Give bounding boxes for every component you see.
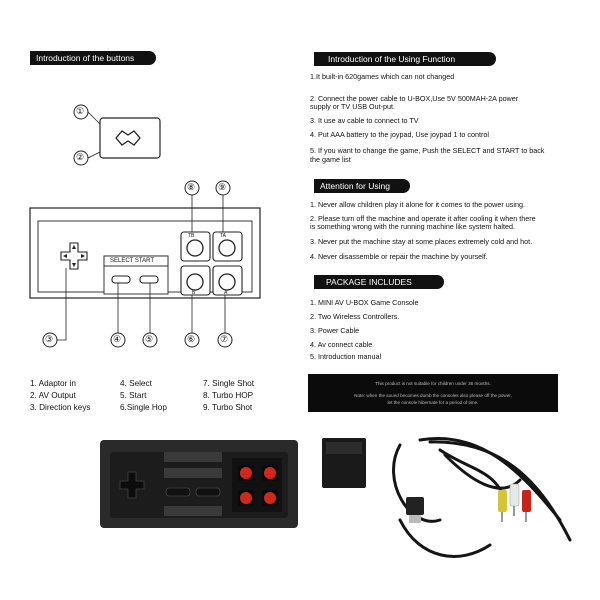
buttons-section-header: Introduction of the buttons — [30, 51, 156, 65]
usage-line: 2. Connect the power cable to U-BOX,Use … — [310, 94, 519, 103]
package-item: 4. Av connect cable — [310, 340, 373, 349]
legend-item: 4. Select — [120, 379, 152, 388]
turbo-a-label: TA — [220, 233, 227, 239]
callout-number: ② — [76, 152, 85, 162]
attention-line: is something wrong with the running mach… — [310, 222, 515, 231]
red-button-icon — [240, 492, 252, 504]
single-shot-button-outline — [218, 273, 236, 291]
legend-item: 9. Turbo Shot — [203, 403, 253, 412]
notice-line: This product is not suitable for childre… — [375, 381, 491, 386]
attention-line: 3. Never put the machine stay at some pl… — [310, 237, 533, 246]
red-button-icon — [264, 492, 276, 504]
callout-number: ⑧ — [187, 182, 196, 192]
photo-start-button — [195, 487, 221, 497]
callout-number: ③ — [45, 334, 54, 344]
package-item: 5. Introduction manual — [310, 352, 382, 361]
callout-number: ④ — [113, 334, 122, 344]
package-item: 1. MINI AV U-BOX Game Console — [310, 298, 419, 307]
turbo-b-label: TB — [188, 233, 195, 239]
adaptor-logo-icon — [115, 130, 141, 146]
callout-number: ⑤ — [145, 334, 154, 344]
red-button-icon — [240, 467, 252, 479]
safety-notice-box: This product is not suitable for childre… — [308, 374, 558, 412]
legend-item: 2. AV Output — [30, 391, 76, 400]
turbo-hop-button-outline — [186, 239, 204, 257]
legend-item: 7. Single Shot — [203, 379, 254, 388]
legend-item: 3. Direction keys — [30, 403, 91, 412]
usage-line: the game list — [310, 155, 351, 164]
red-button-icon — [264, 467, 276, 479]
legend-item: 8. Turbo HOP — [203, 391, 254, 400]
usage-line: 4. Put AAA battery to the joypad, Use jo… — [310, 130, 489, 139]
av-plug-yellow — [498, 490, 507, 512]
turbo-shot-button-outline — [218, 239, 236, 257]
usage-line: 5. If you want to change the game, Push … — [310, 146, 545, 155]
av-plug-white — [509, 483, 520, 507]
usage-line: 1.It built-in 620games which can not cha… — [310, 72, 455, 81]
photo-d-pad-icon — [119, 471, 145, 499]
legend-item: 5. Start — [120, 391, 147, 400]
attention-line: 2. Please turn off the machine and opera… — [310, 214, 536, 223]
av-plug-red — [522, 490, 531, 512]
package-section-header: PACKAGE INCLUDES — [314, 275, 444, 289]
b-button-label: B — [192, 290, 196, 296]
legend-item: 6.Single Hop — [120, 403, 167, 412]
package-item: 3. Power Cable — [310, 326, 360, 335]
callout-number: ① — [76, 106, 85, 116]
adaptor-outline — [99, 117, 161, 159]
notice-line: let the console hibernate for a period o… — [387, 400, 479, 405]
a-button-label: A — [224, 290, 228, 296]
attention-line: 1. Never allow children play it alone fo… — [310, 200, 525, 209]
d-pad-icon — [60, 242, 88, 270]
usage-line: supply or TV USB Out-put. — [310, 102, 395, 111]
usage-line: 3. It use av cable to connect to TV — [310, 116, 419, 125]
callout-number: ⑦ — [220, 334, 229, 344]
callout-number: ⑨ — [218, 182, 227, 192]
select-button-outline — [111, 275, 131, 284]
legend-item: 1. Adaptor in — [30, 379, 76, 388]
package-item: 2. Two Wireless Controllers. — [310, 312, 400, 321]
single-hop-button-outline — [186, 273, 204, 291]
start-button-outline — [139, 275, 159, 284]
attention-section-header: Attention for Using — [314, 179, 410, 193]
usage-section-header: Introduction of the Using Function — [314, 52, 496, 66]
select-start-label: SELECT START — [110, 258, 155, 264]
attention-line: 4. Never disassemble or repair the machi… — [310, 252, 488, 261]
callout-number: ⑥ — [187, 334, 196, 344]
notice-line: Note: when the sound becomes dumb the co… — [354, 393, 512, 398]
photo-select-button — [165, 487, 191, 497]
